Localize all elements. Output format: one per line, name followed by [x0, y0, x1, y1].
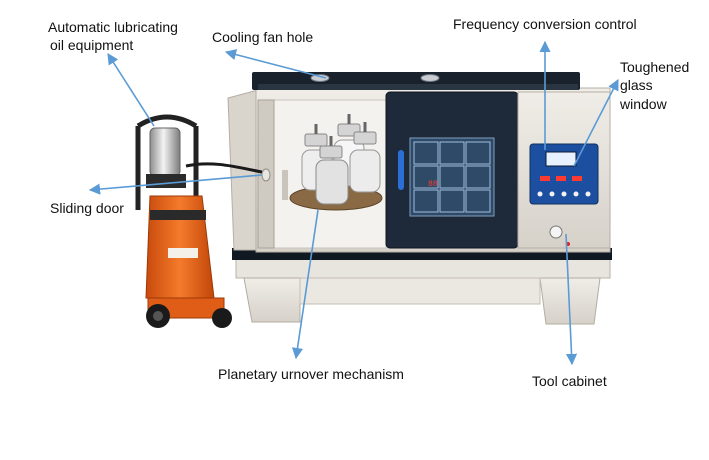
toughened-glass-window	[409, 137, 495, 217]
label-cooling-fan: Cooling fan hole	[212, 29, 314, 45]
label-frequency: Frequency conversion control	[453, 16, 637, 32]
label-toughened-line3: window	[620, 96, 667, 112]
door-display-digits: 88	[428, 180, 438, 189]
tool-cabinet-knob[interactable]	[549, 225, 563, 239]
chamber	[257, 99, 387, 249]
machine-base	[232, 248, 612, 325]
label-lubricating-line2: oil equipment	[50, 37, 134, 53]
arrow-planetary	[291, 209, 319, 360]
arrow-sliding-door	[88, 174, 263, 195]
arrow-tool-cabinet	[565, 233, 578, 366]
glass-door: 88	[385, 91, 519, 249]
annotation-arrows	[88, 40, 619, 366]
arrow-toughened	[573, 79, 619, 167]
arrow-lubricating	[107, 53, 155, 127]
grinding-jars	[301, 114, 381, 205]
cooling-fan-hole-right	[420, 74, 440, 82]
label-toughened-line1: Toughened	[620, 59, 690, 75]
label-tool-cabinet: Tool cabinet	[532, 373, 607, 389]
lubricating-pump	[135, 114, 263, 328]
label-toughened-line2: glass	[620, 77, 653, 93]
arrow-cooling-fan	[224, 49, 327, 79]
control-panel	[517, 91, 611, 249]
label-sliding-door: Sliding door	[50, 200, 124, 216]
label-planetary: Planetary urnover mechanism	[218, 366, 404, 382]
label-lubricating-line1: Automatic lubricating	[48, 19, 178, 35]
cooling-fan-hole-left	[310, 74, 330, 82]
